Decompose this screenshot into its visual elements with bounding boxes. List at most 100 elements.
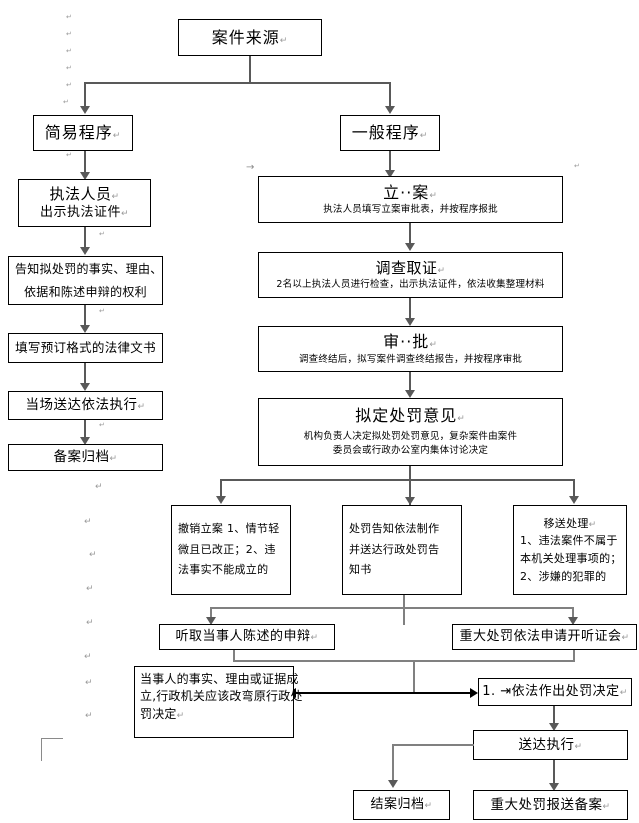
arrow-icon [206,617,216,625]
node-draft-penalty-sub-1: 机构负责人决定拟处罚处罚意见，复杂案件由案件 [303,431,518,443]
paragraph-mark: ↵ [66,81,72,89]
node-party-evidence-line-1: 当事人的事实、理由或证据成 [140,672,299,686]
node-case-filing-title: 立··案↵ [383,182,438,202]
return-mark-icon: ↵ [619,688,628,699]
node-transfer-handle-line-3: 本机关处理事项的； [520,552,622,565]
return-mark-icon: ↵ [109,454,118,465]
return-mark-icon: ↵ [310,633,319,644]
arrow-icon [80,106,90,114]
node-major-hearing[interactable]: 重大处罚依法申请开听证会↵ [452,624,637,650]
node-penalty-notice[interactable]: 处罚告知依法制作 并送达行政处罚告 知书 [342,505,462,595]
paragraph-mark: ↵ [86,584,94,594]
return-mark-icon: ↵ [429,340,438,351]
node-investigation-title: 调查取证↵ [375,258,446,277]
connector-line [84,305,86,327]
paragraph-mark: ↵ [85,678,93,688]
connector-line [392,744,394,784]
connector-line [84,82,391,84]
node-fill-document[interactable]: 填写预订格式的法律文书 [8,333,163,363]
node-major-record[interactable]: 重大处罚报送备案↵ [473,790,628,820]
node-transfer-handle[interactable]: 移送处理↵ 1、违法案件不属于 本机关处理事项的； 2、涉嫌的犯罪的 [513,505,627,595]
paragraph-mark: ↵ [99,307,105,315]
node-revoke-case-line-3: 法事实不能成立的 [178,563,269,577]
node-serve-execute[interactable]: 送达执行↵ [473,730,628,760]
node-revoke-case-line-1: 撤销立案 1、情节轻 [178,521,280,535]
node-approval-sub: 调查终结后，拟写案件调查终结报告，并按程序审批 [298,353,523,365]
node-on-site-serve[interactable]: 当场送达依法执行↵ [8,391,163,420]
return-mark-icon: ↵ [457,414,466,425]
arrow-icon [405,318,415,326]
arrow-icon [80,437,90,445]
node-investigation-sub: 2名以上执法人员进行检查，出示执法证件，依法收集整理材料 [276,279,545,290]
node-penalty-notice-line-2: 并送达行政处罚告 [349,542,440,556]
arrow-icon [470,688,478,698]
arrow-icon [549,723,559,731]
return-mark-icon: ↵ [279,35,289,46]
arrow-icon [549,783,559,791]
node-hear-statement[interactable]: 听取当事人陈述的申辩↵ [159,624,335,650]
paragraph-mark: ↵ [99,421,105,429]
node-notify-rights-line-1: 告知拟处罚的事实、理由、 [15,261,163,276]
node-party-evidence[interactable]: 当事人的事实、理由或证据成 立,行政机关应该改弯原行政处 罚决定↵ [134,666,303,738]
paragraph-mark: ↵ [63,98,69,106]
arrow-icon [388,780,398,788]
node-general-procedure[interactable]: 一般程序↵ [340,115,440,151]
node-revoke-case[interactable]: 撤销立案 1、情节轻 微且已改正；2、违 法事实不能成立的 [171,505,291,595]
connector-line [233,660,575,662]
node-make-decision-title: 1. ⇥依法作出处罚决定↵ [482,684,628,700]
connector-line [572,607,574,619]
arrow-icon [385,106,395,114]
crop-corner-mark [41,738,63,761]
return-mark-icon: ↵ [602,801,611,812]
paragraph-mark: ↵ [86,618,94,628]
arrow-icon [568,617,578,625]
node-make-decision[interactable]: 1. ⇥依法作出处罚决定↵ [478,678,632,706]
node-draft-penalty-sub-2: 委员会或行政办公室内集体讨论决定 [332,445,489,457]
node-transfer-handle-line-4: 2、涉嫌的犯罪的 [520,569,607,583]
node-revoke-case-line-2: 微且已改正；2、违 [178,542,276,556]
connector-line [84,151,86,174]
paragraph-mark: ↵ [89,550,97,560]
return-mark-icon: ↵ [437,265,446,276]
node-simple-procedure[interactable]: 简易程序↵ [33,115,133,151]
node-case-filing[interactable]: 立··案↵ 执法人员填写立案审批表，并按程序报批 [258,176,563,223]
node-investigation[interactable]: 调查取证↵ 2名以上执法人员进行检查，出示执法证件，依法收集整理材料 [258,252,563,298]
node-law-enforcer[interactable]: 执法人员↵ 出示执法证件↵ [18,179,151,227]
connector-line [389,151,391,173]
connector-line [295,692,415,694]
arrow-icon [216,496,226,504]
connector-line [573,650,575,662]
paragraph-mark: ↵ [66,30,72,38]
paragraph-mark: ↵ [84,517,92,527]
connector-line [84,363,86,385]
connector-line [84,82,86,107]
arrow-icon [569,496,579,504]
node-approval[interactable]: 审··批↵ 调查终结后，拟写案件调查终结报告，并按程序审批 [258,326,563,372]
arrow-icon [80,325,90,333]
connector-line [249,56,251,83]
node-case-source-title: 案件来源↵ [211,27,289,47]
node-party-evidence-line-2: 立,行政机关应该改弯原行政处 [140,689,303,704]
node-simple-procedure-title: 简易程序↵ [44,123,122,143]
paragraph-mark: ↵ [66,64,72,72]
node-law-enforcer-title: 执法人员↵ [49,185,120,204]
arrow-icon [385,170,395,178]
return-mark-icon: ↵ [574,741,583,752]
node-case-source[interactable]: 案件来源↵ [178,19,322,56]
connector-line [573,479,575,497]
connector-line [409,466,411,505]
node-file-record-title: 备案归档↵ [53,449,118,466]
return-mark-icon: ↵ [120,209,130,220]
node-transfer-handle-line-1: 移送处理↵ [543,516,597,530]
paragraph-mark: ↵ [66,47,72,55]
node-close-archive[interactable]: 结案归档↵ [353,790,450,820]
node-file-record[interactable]: 备案归档↵ [8,444,163,471]
connector-line [220,479,222,497]
node-approval-title: 审··批↵ [383,332,438,352]
arrow-icon [80,172,90,180]
arrow-icon [80,383,90,391]
node-notify-rights[interactable]: 告知拟处罚的事实、理由、 依据和陈述申辩的权利 [8,256,163,305]
node-draft-penalty[interactable]: 拟定处罚意见↵ 机构负责人决定拟处罚处罚意见，复杂案件由案件 委员会或行政办公室… [258,398,563,466]
return-mark-icon: ↵ [176,710,185,721]
